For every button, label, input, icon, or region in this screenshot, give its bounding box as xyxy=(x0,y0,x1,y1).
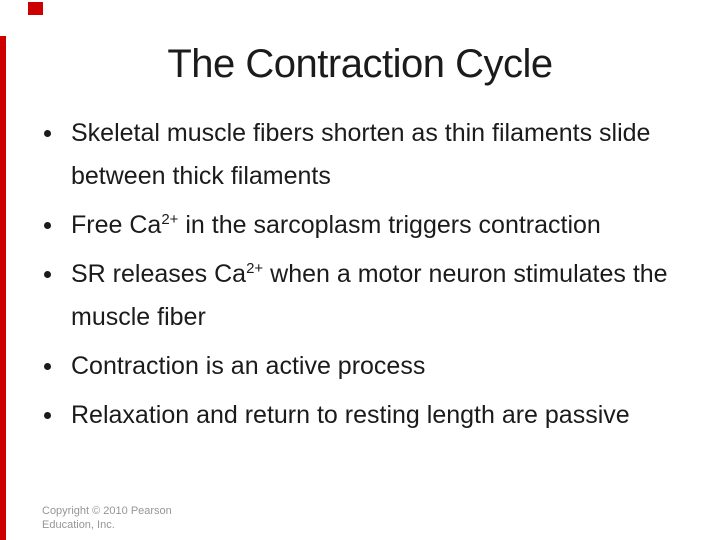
bullet-text: Free Ca xyxy=(71,211,162,239)
slide-title: The Contraction Cycle xyxy=(167,42,553,86)
bullet-text: Contraction is an active process xyxy=(71,352,426,380)
bullet-text: when a motor neuron stimulates the muscl… xyxy=(71,260,668,331)
bullet-item: Contraction is an active process xyxy=(44,345,716,388)
bullet-dot-icon xyxy=(44,363,51,370)
bullet-item: Skeletal muscle fibers shorten as thin f… xyxy=(44,112,716,198)
bullet-item: Free Ca2+ in the sarcoplasm triggers con… xyxy=(44,204,716,247)
bullet-text: SR releases Ca xyxy=(71,260,247,288)
copyright-line-2: Education, Inc. xyxy=(42,518,115,531)
red-accent-square-icon xyxy=(28,2,43,15)
red-accent-bar-icon xyxy=(0,36,6,540)
bullet-dot-icon xyxy=(44,271,51,278)
bullet-list: Skeletal muscle fibers shorten as thin f… xyxy=(0,112,716,443)
bullet-dot-icon xyxy=(44,130,51,137)
bullet-text: Relaxation and return to resting length … xyxy=(71,401,630,429)
bullet-text: in the sarcoplasm triggers contraction xyxy=(178,211,601,239)
copyright-footer: Copyright © 2010 Pearson Education, Inc. xyxy=(42,505,172,532)
bullet-dot-icon xyxy=(44,412,51,419)
copyright-line-1: Copyright © 2010 Pearson xyxy=(42,505,172,517)
bullet-item: Relaxation and return to resting length … xyxy=(44,394,716,437)
bullet-superscript: 2+ xyxy=(246,260,264,277)
bullet-superscript: 2+ xyxy=(161,211,179,228)
bullet-item: SR releases Ca2+ when a motor neuron sti… xyxy=(44,253,716,339)
bullet-dot-icon xyxy=(44,222,51,229)
bullet-text: Skeletal muscle fibers shorten as thin f… xyxy=(71,119,651,190)
